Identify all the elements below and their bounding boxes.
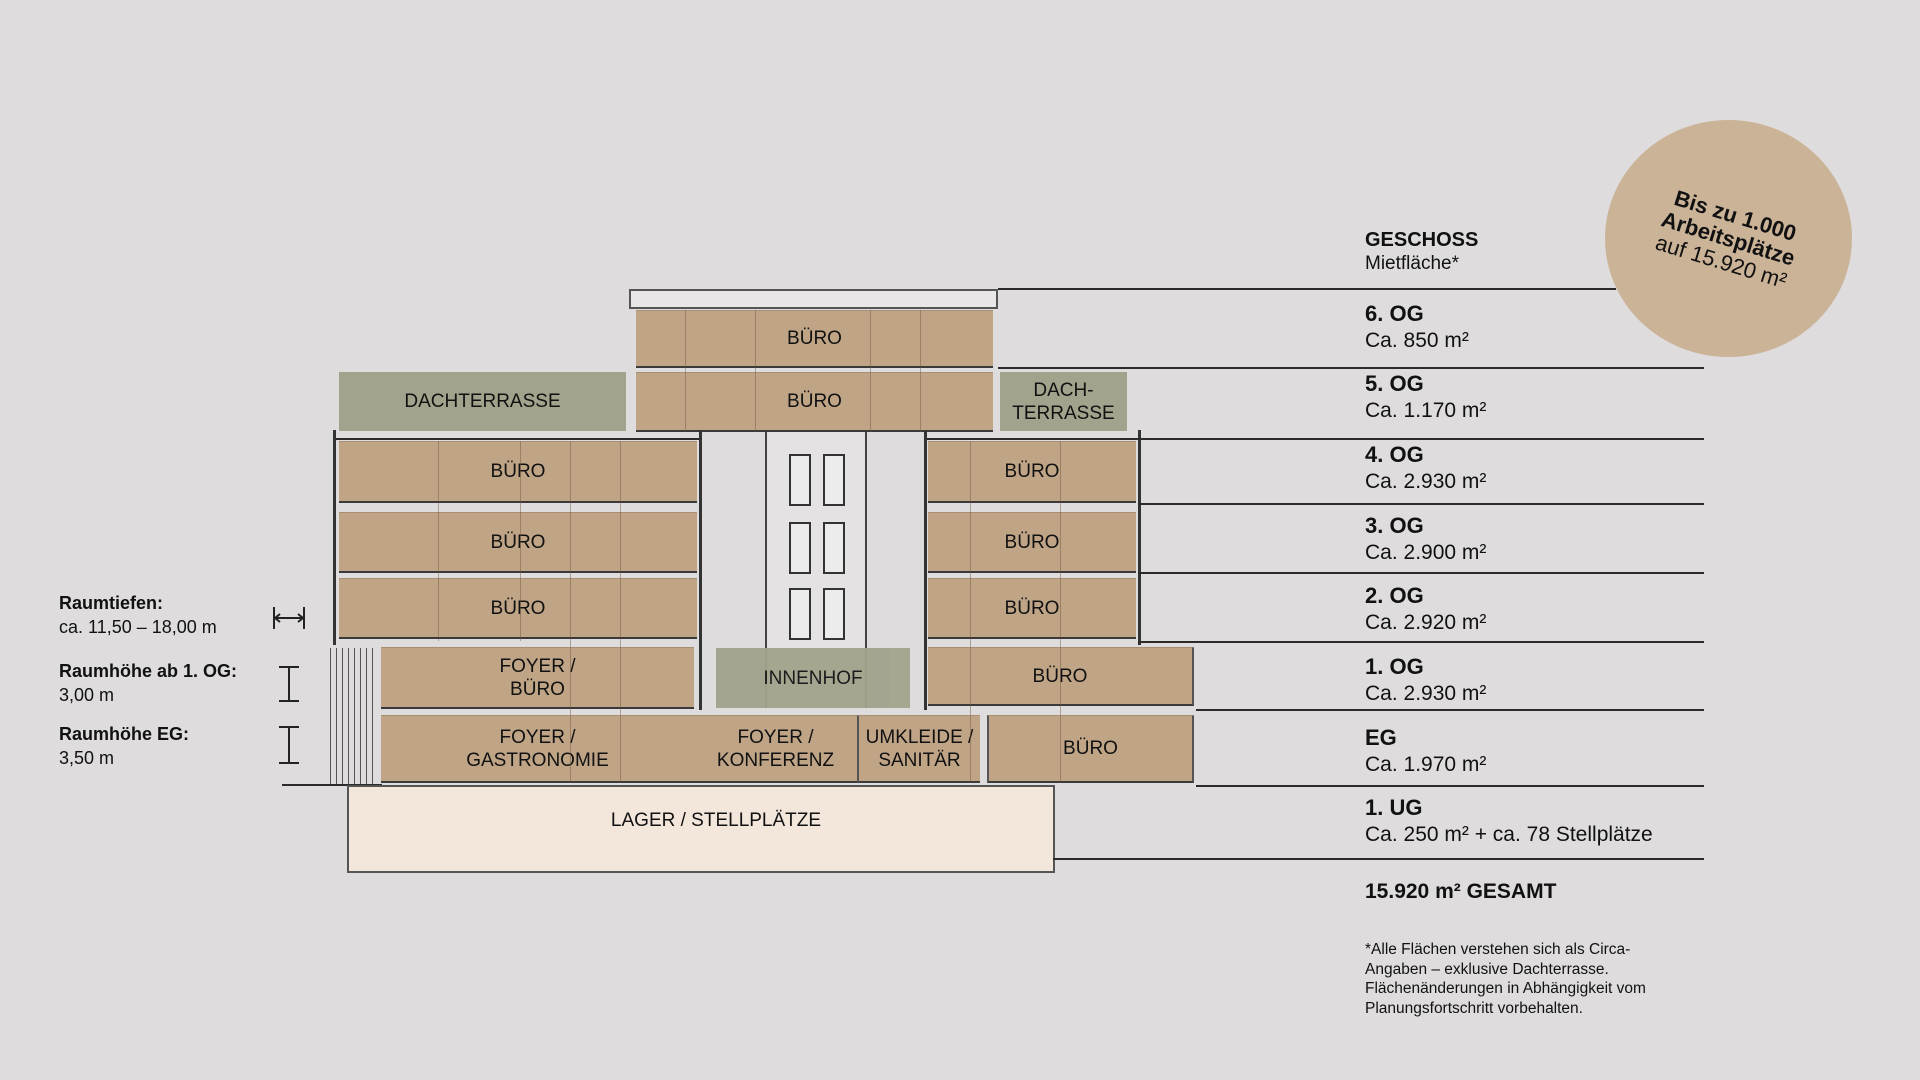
room-label: SANITÄR (878, 749, 961, 771)
room-label: BÜRO (490, 461, 546, 482)
room-label: LAGER / STELLPLÄTZE (610, 809, 822, 831)
floor-area: Ca. 850 m² (1365, 329, 1469, 352)
eg-height-label: Raumhöhe EG: (59, 724, 190, 744)
room-label: TERRASSE (1012, 402, 1115, 424)
room-eg-foyer-gastronomie: FOYER / GASTRONOMIE (381, 715, 694, 783)
room-label: DACH- (1033, 379, 1094, 401)
floor-area: Ca. 2.920 m² (1365, 611, 1487, 634)
room-label: BÜRO (490, 531, 546, 553)
room-label: GASTRONOMIE (466, 749, 609, 771)
footnote-line: Flächenänderungen in Abhängigkeit vom (1365, 980, 1646, 997)
floor-area: Ca. 250 m² + ca. 78 Stellplätze (1365, 823, 1653, 846)
room-dachterrasse-right: DACH- TERRASSE (1000, 372, 1127, 431)
mietflaeche-header: Mietfläche* (1365, 253, 1459, 274)
depth-value: ca. 11,50 – 18,00 m (59, 617, 217, 637)
room-label: BÜRO (1032, 665, 1088, 687)
room-1og-buero-right: BÜRO (928, 647, 1194, 706)
room-label: FOYER / (499, 655, 576, 677)
room-5og-buero: BÜRO (636, 372, 993, 432)
room-label: BÜRO (490, 597, 546, 619)
room-label: FOYER / (737, 726, 814, 748)
room-label: BÜRO (510, 678, 565, 700)
ground-line (282, 784, 382, 786)
room-3og-buero-left: BÜRO (339, 512, 697, 573)
room-label: BÜRO (787, 391, 842, 412)
room-lager: LAGER / STELLPLÄTZE (380, 790, 1052, 850)
depth-label: Raumtiefen: (59, 593, 164, 613)
room-6og-buero: BÜRO (636, 310, 993, 368)
floor-divider (1138, 641, 1704, 643)
room-eg-foyer-konferenz: FOYER / KONFERENZ (694, 715, 857, 783)
floor-divider (1138, 503, 1704, 505)
room-innenhof: INNENHOF (716, 648, 910, 708)
total-area: 15.920 m² GESAMT (1365, 880, 1557, 903)
footnote-line: Planungsfortschritt vorbehalten. (1365, 999, 1583, 1017)
floor-name: 1. UG (1365, 795, 1423, 820)
room-1og-foyer-buero: FOYER / BÜRO (381, 647, 694, 709)
floor-name: 3. OG (1365, 513, 1424, 538)
footnote-line: Angaben – exklusive Dachterrasse. (1365, 960, 1609, 978)
room-label: INNENHOF (763, 667, 863, 689)
floor-area: Ca. 2.930 m² (1365, 682, 1487, 705)
room-label: KONFERENZ (716, 749, 835, 771)
floor-name: EG (1365, 725, 1397, 750)
floor-area: Ca. 1.170 m² (1365, 399, 1487, 422)
og-height-value: 3,00 m (59, 685, 115, 705)
floor-divider (1138, 572, 1704, 574)
room-label: DACHTERRASSE (404, 391, 561, 412)
facade-hatch (330, 648, 378, 784)
room-label: BÜRO (1063, 738, 1118, 759)
eg-height-dimension-icon (279, 726, 299, 764)
floor-divider (998, 367, 1704, 369)
floor-divider (1053, 858, 1704, 860)
floor-name: 6. OG (1365, 301, 1424, 326)
room-eg-umkleide-sanitaer: UMKLEIDE / SANITÄR (857, 715, 980, 783)
floor-area: Ca. 2.900 m² (1365, 541, 1487, 564)
room-label: FOYER / (499, 726, 576, 748)
room-label: BÜRO (1004, 461, 1060, 482)
workplaces-badge: Bis zu 1.000 Arbeitsplätze auf 15.920 m² (1605, 120, 1852, 357)
roof-frame (629, 289, 998, 309)
room-2og-buero-right: BÜRO (928, 578, 1136, 639)
room-2og-buero-left: BÜRO (339, 578, 697, 639)
room-label: BÜRO (787, 328, 842, 349)
eg-height-value: 3,50 m (59, 748, 115, 768)
room-eg-buero-right: BÜRO (987, 715, 1194, 783)
floor-area: Ca. 2.930 m² (1365, 470, 1487, 493)
og-height-label: Raumhöhe ab 1. OG: (59, 661, 238, 681)
floor-name: 2. OG (1365, 583, 1424, 608)
floor-name: 1. OG (1365, 654, 1424, 679)
floor-divider (1196, 785, 1704, 787)
room-4og-buero-right: BÜRO (928, 441, 1136, 503)
floor-divider (998, 288, 1616, 290)
room-label: BÜRO (1004, 531, 1060, 553)
og-height-dimension-icon (279, 666, 299, 702)
floor-name: 5. OG (1365, 371, 1424, 396)
floor-area: Ca. 1.970 m² (1365, 753, 1487, 776)
room-4og-buero-left: BÜRO (339, 441, 697, 503)
geschoss-header: GESCHOSS (1365, 229, 1479, 251)
room-dachterrasse-left: DACHTERRASSE (339, 372, 626, 431)
footnote: *Alle Flächen verstehen sich als Circa- … (1365, 940, 1695, 1018)
room-3og-buero-right: BÜRO (928, 512, 1136, 573)
floor-divider (1138, 438, 1704, 440)
room-label: UMKLEIDE / (865, 726, 974, 748)
depth-arrow-icon (272, 603, 306, 633)
floor-name: 4. OG (1365, 442, 1424, 467)
room-label: BÜRO (1004, 597, 1060, 619)
footnote-line: *Alle Flächen verstehen sich als Circa- (1365, 941, 1631, 958)
floor-divider (1196, 709, 1704, 711)
